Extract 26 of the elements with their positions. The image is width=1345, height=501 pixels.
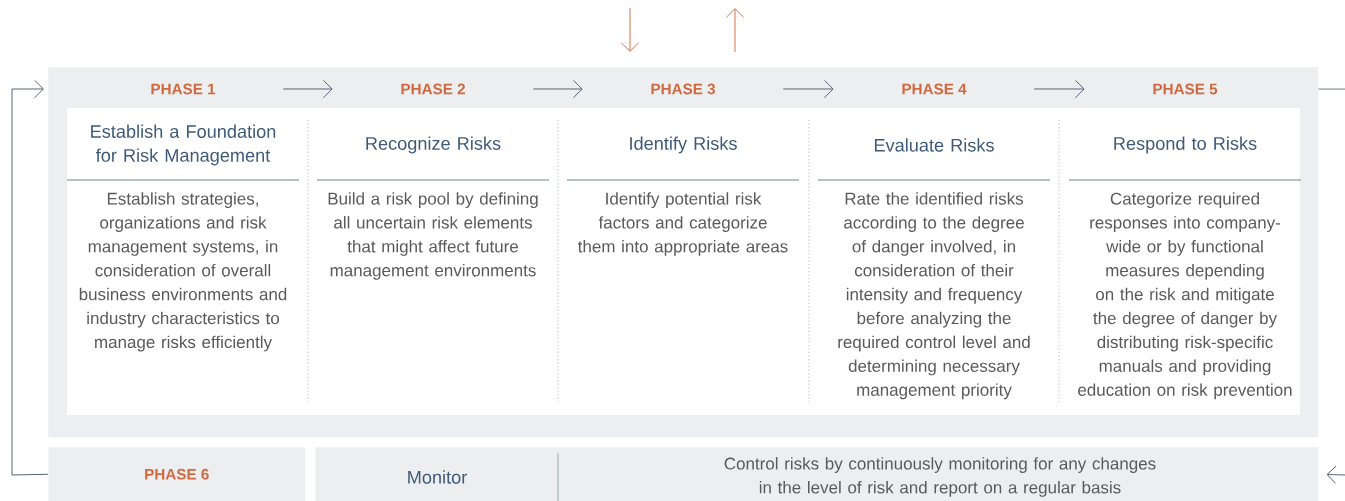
step-description: Build a risk pool by defining all uncertain risk elements that might affect future management environments [328,192,538,280]
step-title: Evaluate Risks [874,138,994,152]
step-title: Establish a Foundation for Risk Management [91,124,276,166]
arrow [282,79,333,99]
phase-label: PHASE 4 [902,83,967,95]
step-description: Rate the identified risks according to the degree of danger involved, in consideration of their intensity and frequency before analyzing the required control level and determining necessary management priority [838,192,1030,400]
arrow [725,8,745,53]
phase-box: PHASE 6 [48,447,306,501]
arrow [1326,465,1345,484]
step-description: Identify potential risk factors and categorize them into appropriate areas [578,192,788,256]
arrow [11,79,49,476]
step-title: Monitor [408,470,467,484]
arrow [782,79,834,99]
step-description: Categorize required responses into company-wide or by functional measures depending on the risk and mitigate the degree of danger by distributing risk-specific manuals and providing education on risk prevention [1078,192,1292,400]
step-description: Control risks by continuously monitoring for any changes in the level of risk and report on a regular basis [724,457,1156,497]
arrow [532,79,583,99]
phase-label: PHASE 2 [401,83,465,95]
step-title: Identify Risks [630,136,737,154]
phase-label: PHASE 1 [151,83,216,95]
arrow [1033,79,1085,99]
arrow [620,7,640,52]
step-title: Recognize Risks [366,136,501,154]
step-description: Establish strategies, organizations and risk management systems, in consideration of overall business environments and industry characteristics to manage risks efficiently [79,192,287,352]
phase-label: PHASE 3 [651,83,716,95]
step-title: Respond to Risks [1114,136,1257,154]
phase-label: PHASE 5 [1153,83,1218,95]
